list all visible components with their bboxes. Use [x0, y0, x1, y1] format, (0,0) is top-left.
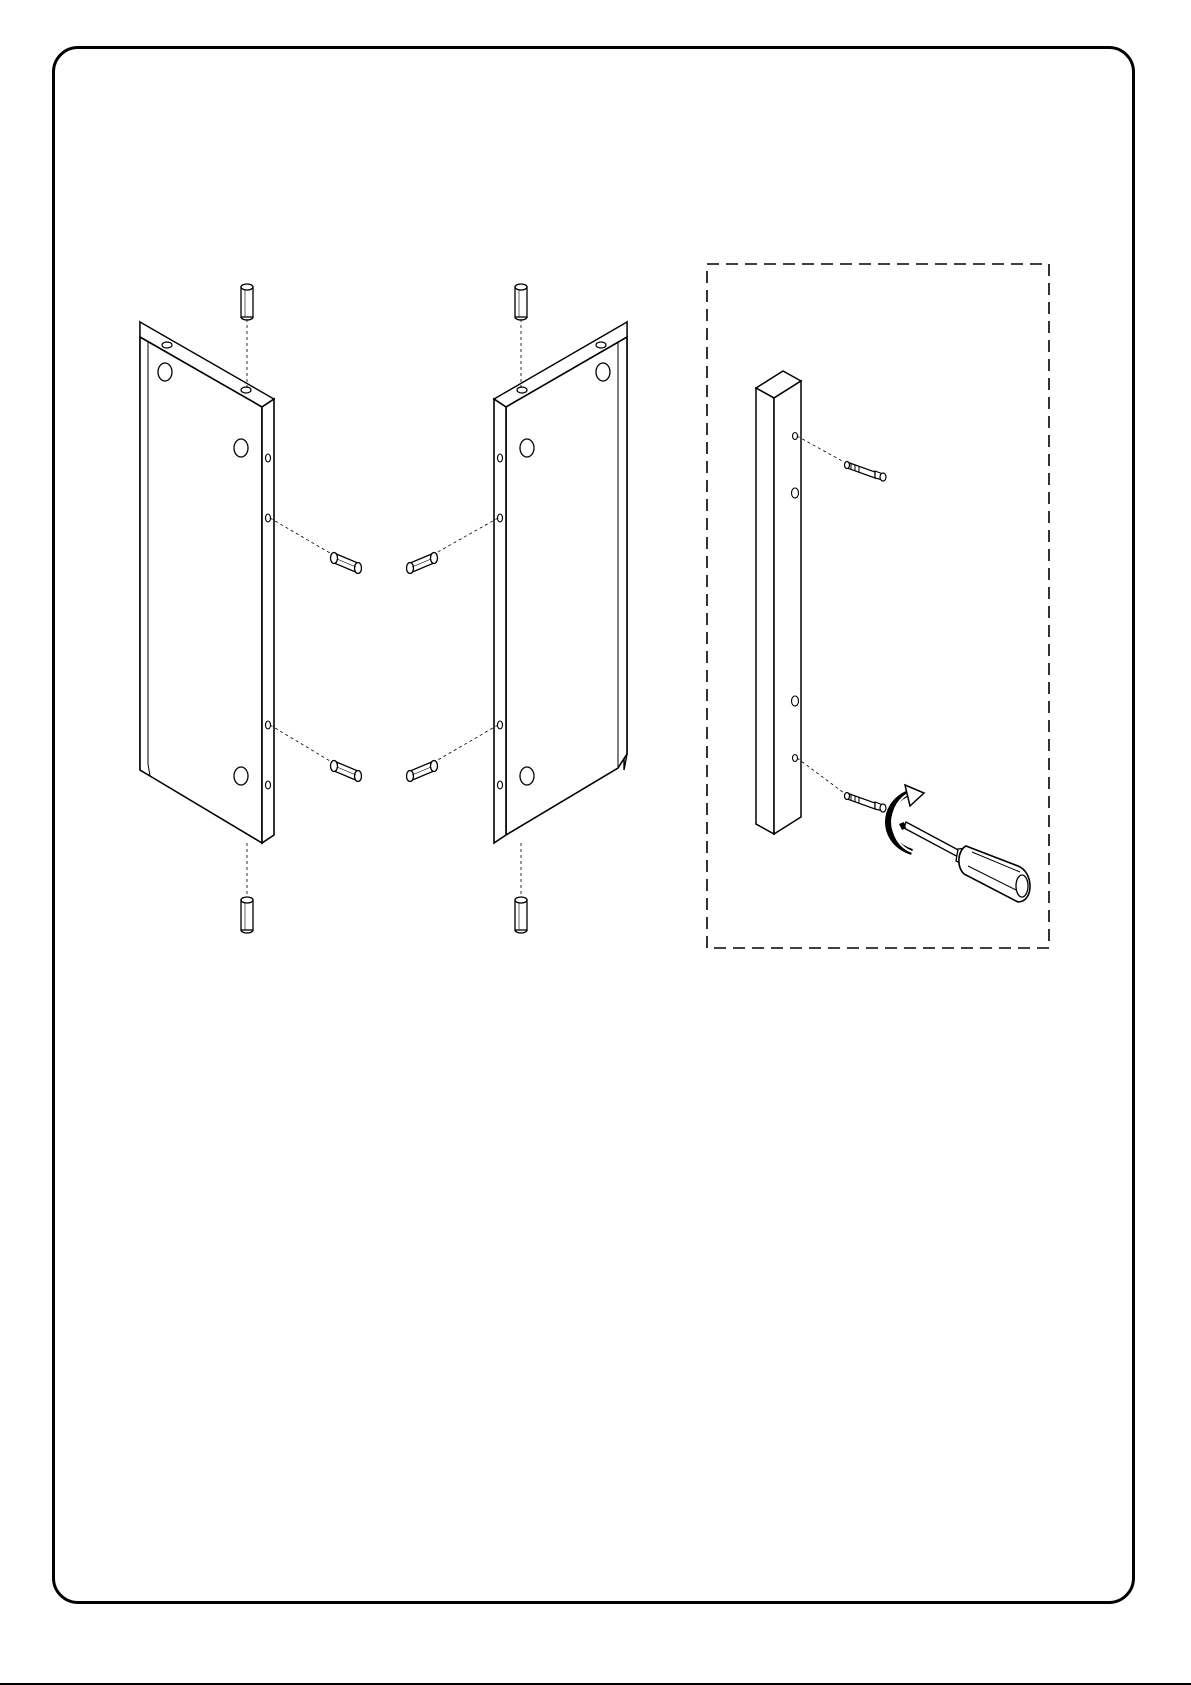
rotation-arrow-icon: [888, 785, 924, 852]
screwdriver-icon: [899, 822, 1030, 902]
dowel-top-right: [515, 284, 527, 320]
right-side-panel: [494, 322, 627, 843]
cam-bolt-upper: [845, 462, 887, 482]
dowel-bottom-right: [515, 897, 527, 933]
rail: [756, 371, 801, 834]
cam-bolt-lower: [845, 793, 887, 813]
dowel-upper-right: [407, 553, 438, 574]
cam-bolts: [797, 436, 886, 812]
dowel-top-left: [241, 284, 253, 320]
dowel-lower-right: [407, 761, 438, 782]
dowel-upper-left: [331, 553, 362, 574]
dowel-lower-left: [331, 761, 362, 782]
dowel-bottom-left: [241, 897, 253, 933]
left-side-panel: [140, 322, 274, 843]
